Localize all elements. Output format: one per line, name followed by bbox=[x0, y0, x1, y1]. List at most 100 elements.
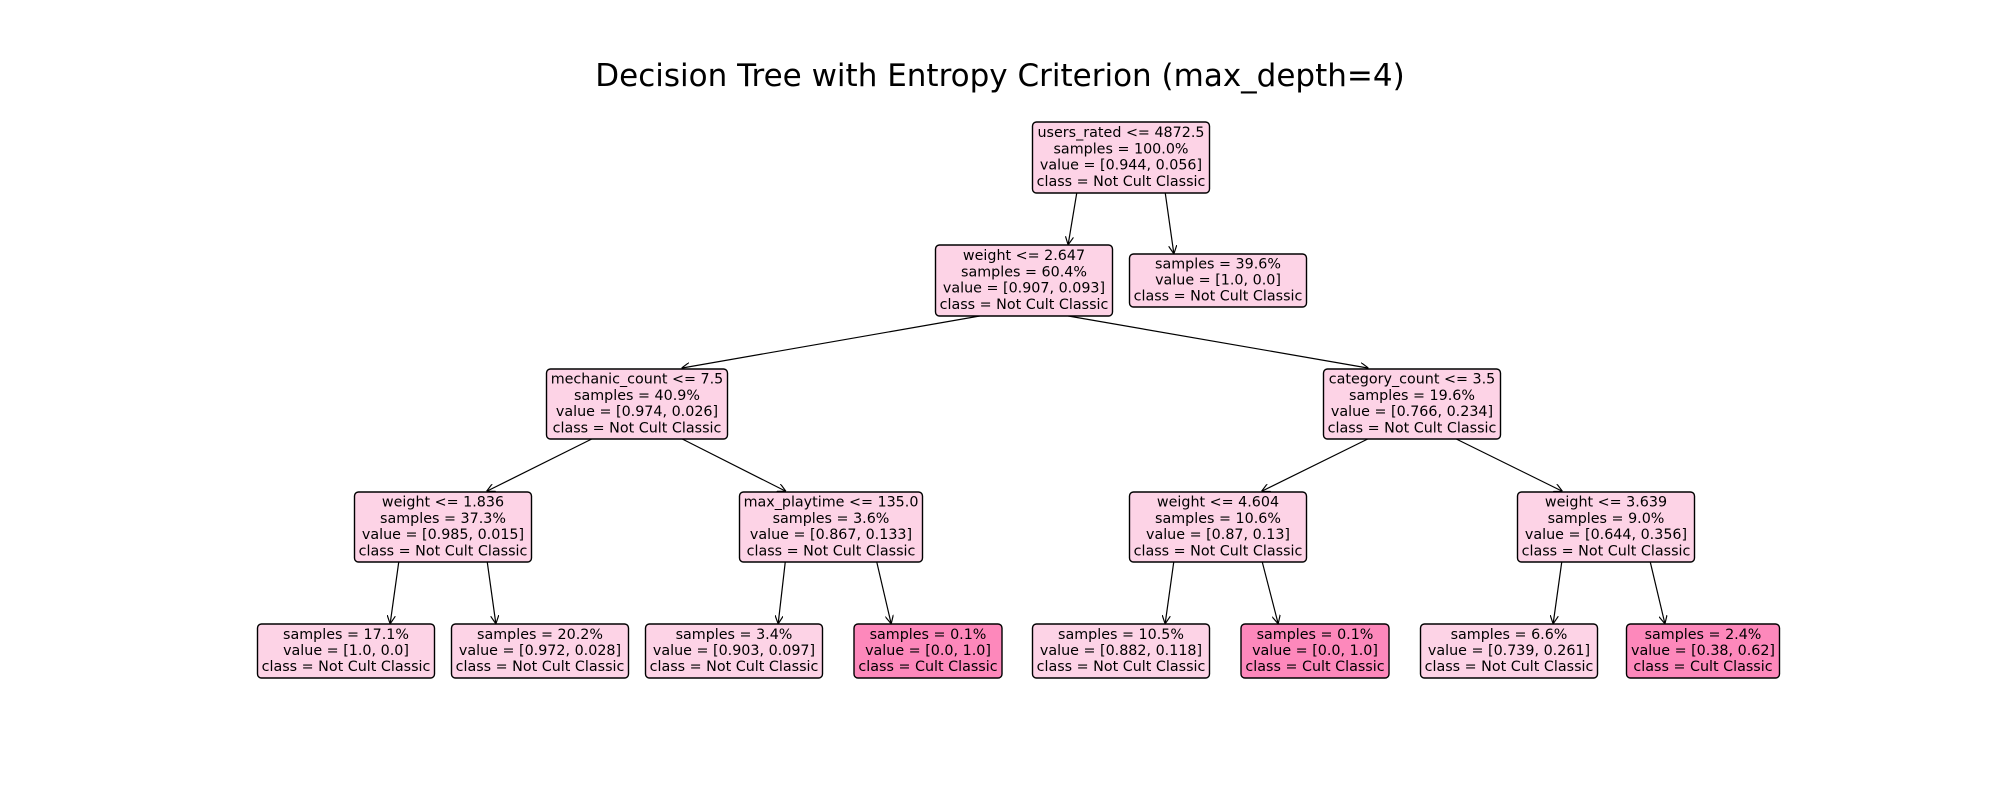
node-line: value = [0.882, 0.118] bbox=[1040, 643, 1202, 659]
node-line: samples = 6.6% bbox=[1451, 627, 1568, 643]
node-box bbox=[256, 623, 436, 679]
node-line: mechanic_count <= 7.5 bbox=[551, 372, 724, 388]
node-line: class = Not Cult Classic bbox=[650, 659, 819, 675]
node-line: class = Not Cult Classic bbox=[1134, 289, 1303, 305]
edge-arrow bbox=[1649, 561, 1665, 623]
node-line: samples = 100.0% bbox=[1053, 141, 1188, 157]
tree-node-n12: samples = 0.1%value = [0.0, 1.0]class = … bbox=[853, 623, 1003, 679]
node-line: samples = 10.5% bbox=[1058, 627, 1184, 643]
node-line: class = Cult Classic bbox=[858, 659, 997, 675]
node-box bbox=[1419, 623, 1599, 679]
node-box bbox=[353, 491, 533, 563]
tree-node-n9: samples = 17.1%value = [1.0, 0.0]class =… bbox=[256, 623, 436, 679]
edges-layer bbox=[390, 192, 1665, 623]
node-box bbox=[545, 368, 729, 440]
node-line: class = Not Cult Classic bbox=[1134, 543, 1303, 559]
edge-arrow bbox=[487, 438, 593, 491]
node-line: samples = 60.4% bbox=[961, 264, 1087, 280]
edge-arrow bbox=[1068, 315, 1368, 368]
node-box bbox=[644, 623, 824, 679]
edge-arrow bbox=[486, 561, 496, 623]
tree-node-n13: samples = 10.5%value = [0.882, 0.118]cla… bbox=[1031, 623, 1211, 679]
diagram-title: Decision Tree with Entropy Criterion (ma… bbox=[595, 58, 1404, 94]
node-box bbox=[1031, 121, 1211, 194]
node-box bbox=[1625, 623, 1781, 679]
node-line: samples = 0.1% bbox=[1257, 627, 1374, 643]
edge-arrow bbox=[681, 438, 785, 491]
node-box bbox=[934, 244, 1114, 317]
node-line: value = [0.944, 0.056] bbox=[1040, 158, 1202, 174]
node-line: class = Not Cult Classic bbox=[940, 297, 1109, 313]
node-line: value = [0.766, 0.234] bbox=[1331, 404, 1493, 420]
node-line: samples = 2.4% bbox=[1645, 627, 1762, 643]
node-line: value = [0.907, 0.093] bbox=[943, 281, 1105, 297]
node-line: value = [0.644, 0.356] bbox=[1525, 527, 1687, 543]
node-box bbox=[1516, 491, 1696, 563]
tree-node-n2: samples = 39.6%value = [1.0, 0.0]class =… bbox=[1128, 253, 1308, 308]
node-box bbox=[1240, 623, 1390, 679]
node-line: value = [0.974, 0.026] bbox=[556, 404, 718, 420]
node-line: class = Cult Classic bbox=[1245, 659, 1384, 675]
tree-node-n11: samples = 3.4%value = [0.903, 0.097]clas… bbox=[644, 623, 824, 679]
edge-arrow bbox=[1261, 561, 1278, 623]
node-line: value = [0.87, 0.13] bbox=[1146, 527, 1290, 543]
node-line: weight <= 1.836 bbox=[382, 495, 504, 511]
tree-node-n15: samples = 6.6%value = [0.739, 0.261]clas… bbox=[1419, 623, 1599, 679]
node-line: class = Not Cult Classic bbox=[1328, 420, 1497, 436]
node-line: samples = 3.4% bbox=[676, 627, 793, 643]
edge-arrow bbox=[1164, 192, 1174, 253]
edge-arrow bbox=[390, 561, 400, 623]
node-line: value = [0.739, 0.261] bbox=[1428, 643, 1590, 659]
node-box bbox=[738, 491, 924, 563]
node-box bbox=[1128, 491, 1308, 563]
node-line: samples = 40.9% bbox=[574, 388, 700, 404]
node-line: samples = 17.1% bbox=[283, 627, 409, 643]
edge-arrow bbox=[1455, 438, 1562, 491]
node-line: class = Cult Classic bbox=[1633, 659, 1772, 675]
node-line: value = [1.0, 0.0] bbox=[1155, 273, 1281, 289]
node-line: weight <= 2.647 bbox=[963, 248, 1085, 264]
node-box bbox=[450, 623, 630, 679]
node-line: samples = 39.6% bbox=[1155, 256, 1281, 272]
node-box bbox=[1322, 368, 1502, 440]
edge-arrow bbox=[876, 561, 891, 623]
edge-arrow bbox=[1068, 192, 1078, 244]
tree-node-n10: samples = 20.2%value = [0.972, 0.028]cla… bbox=[450, 623, 630, 679]
node-line: value = [1.0, 0.0] bbox=[283, 643, 409, 659]
node-line: samples = 20.2% bbox=[477, 627, 603, 643]
node-line: samples = 10.6% bbox=[1155, 511, 1281, 527]
node-line: samples = 3.6% bbox=[773, 511, 890, 527]
node-line: class = Not Cult Classic bbox=[1037, 174, 1206, 190]
edge-arrow bbox=[1553, 561, 1563, 623]
node-line: samples = 19.6% bbox=[1349, 388, 1475, 404]
node-line: category_count <= 3.5 bbox=[1329, 372, 1495, 388]
node-line: weight <= 4.604 bbox=[1157, 495, 1279, 511]
node-line: class = Not Cult Classic bbox=[456, 659, 625, 675]
tree-node-n16: samples = 2.4%value = [0.38, 0.62]class … bbox=[1625, 623, 1781, 679]
node-line: samples = 0.1% bbox=[870, 627, 987, 643]
tree-node-n14: samples = 0.1%value = [0.0, 1.0]class = … bbox=[1240, 623, 1390, 679]
node-line: value = [0.0, 1.0] bbox=[865, 643, 991, 659]
node-line: class = Not Cult Classic bbox=[747, 543, 916, 559]
node-line: value = [0.985, 0.015] bbox=[362, 527, 524, 543]
edge-arrow bbox=[1165, 561, 1175, 623]
node-line: value = [0.972, 0.028] bbox=[459, 643, 621, 659]
node-line: value = [0.903, 0.097] bbox=[653, 643, 815, 659]
node-line: class = Not Cult Classic bbox=[359, 543, 528, 559]
edge-arrow bbox=[1262, 438, 1369, 491]
node-line: samples = 37.3% bbox=[380, 511, 506, 527]
node-line: class = Not Cult Classic bbox=[1037, 659, 1206, 675]
node-line: weight <= 3.639 bbox=[1545, 495, 1667, 511]
edge-arrow bbox=[778, 561, 786, 623]
node-line: users_rated <= 4872.5 bbox=[1038, 125, 1205, 141]
node-line: class = Not Cult Classic bbox=[1425, 659, 1594, 675]
